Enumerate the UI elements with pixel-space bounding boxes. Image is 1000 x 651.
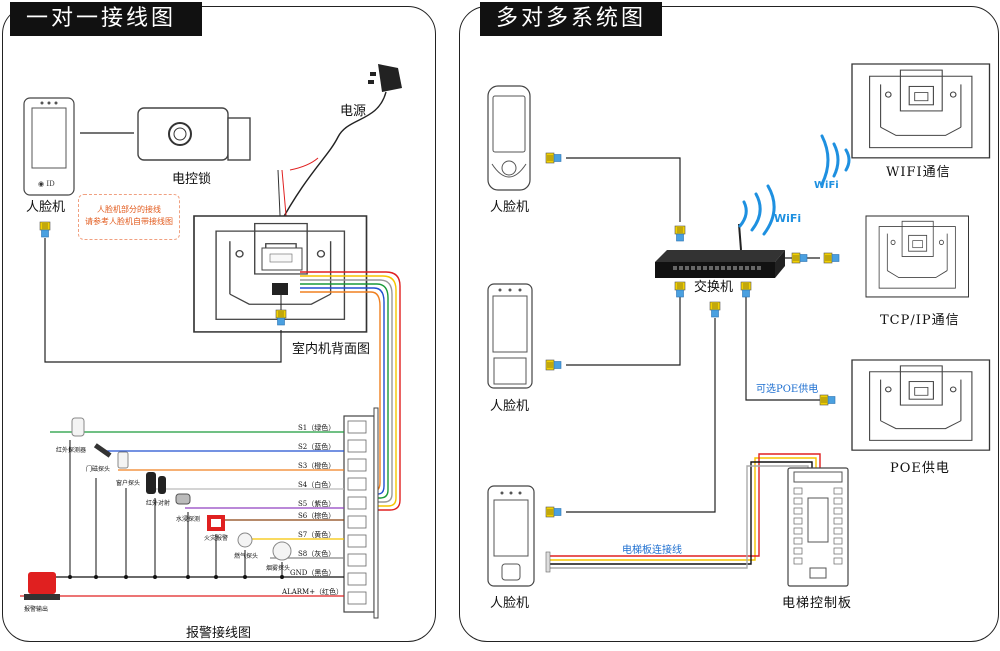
sensor-label-beam: 红外对射: [146, 500, 171, 507]
wire-label-s1: S1（绿色）: [298, 424, 336, 432]
elevator-cable-label: 电梯板连接线: [622, 545, 682, 556]
face-wiring-note: 人脸机部分的接线 请参考人脸机自带接线图: [78, 194, 180, 240]
face-device-right-2: [487, 283, 533, 389]
face-device-right-2-label: 人脸机: [490, 399, 530, 414]
elevator-control-board: [787, 467, 849, 587]
left-panel-title: 一对一接线图: [10, 2, 202, 36]
sensor-label-pir: 红外探测器: [56, 447, 87, 454]
sensor-label-window: 窗户探头: [116, 480, 141, 487]
sensor-label-gas: 燃气探头: [234, 553, 259, 560]
wifi-signal-icon-2: [820, 134, 851, 186]
alarm-section-label: 报警接线图: [186, 626, 252, 641]
pir-sensor-icon: [71, 417, 85, 437]
wifi-signal-icon: [738, 184, 776, 236]
face-device-right-3: [487, 485, 535, 587]
face-device-right-3-label: 人脸机: [490, 596, 530, 611]
note-line-2: 请参考人脸机自带接线图: [85, 217, 173, 226]
fire-alarm-icon: [207, 515, 225, 531]
elevator-board-label: 电梯控制板: [782, 596, 853, 611]
wire-label-s3: S3（橙色）: [298, 462, 336, 470]
wifi-label-2: WiFi: [814, 180, 839, 191]
elevator-cable: [548, 453, 821, 569]
alarm-wires: [20, 431, 344, 597]
wire-label-s4: S4（白色）: [298, 481, 336, 489]
poe-option-label: 可选POE供电: [756, 384, 819, 395]
alarm-output-icon: [24, 572, 60, 600]
sensor-label-fire: 火灾报警: [204, 535, 229, 542]
wire-label-s6: S6（棕色）: [298, 512, 336, 520]
wifi-label: WiFi: [774, 212, 802, 225]
sensor-label-smoke: 烟雾探头: [266, 565, 291, 572]
wire-label-s7: S7（黄色）: [298, 531, 336, 539]
face-device-left-label: 人脸机: [26, 200, 66, 215]
switch-label: 交换机: [694, 280, 734, 295]
poe-indoor-label: POE供电: [890, 461, 950, 476]
door-sensor-icon: [93, 443, 112, 458]
left-panel: [2, 6, 436, 642]
power-label: 电源: [340, 104, 367, 119]
wifi-indoor-label: WIFI通信: [886, 165, 951, 180]
note-line-1: 人脸机部分的接线: [97, 205, 161, 214]
tcp-indoor-label: TCP/IP通信: [880, 313, 960, 328]
wire-label-s5: S5（紫色）: [298, 500, 336, 508]
gas-sensor-icon: [237, 532, 253, 548]
right-panel: [459, 6, 999, 642]
wire-label-alarm: ALARM+（红色）: [282, 588, 344, 596]
face-device-right-1-label: 人脸机: [490, 200, 530, 215]
svg-text:◉ ID: ◉ ID: [38, 180, 55, 188]
sensor-label-door: 门磁探头: [86, 466, 111, 473]
wire-label-gnd: GND（黑色）: [290, 569, 336, 577]
sensor-label-water: 水浸探测: [176, 516, 201, 523]
window-sensor-icon: [117, 451, 129, 469]
alarm-terminal-block: [343, 407, 379, 619]
power-adapter: [277, 64, 402, 228]
lock-label: 电控锁: [172, 172, 212, 187]
indoor-back-label: 室内机背面图: [292, 342, 371, 357]
wire-label-s8: S8（灰色）: [298, 550, 336, 558]
face-device-left: ◉ ID: [23, 97, 75, 196]
network-switch: [655, 223, 785, 278]
beam-sensor-icon: [146, 472, 166, 494]
right-panel-title: 多对多系统图: [480, 2, 662, 36]
sensor-label-alarm-output: 报警输出: [24, 606, 49, 613]
face-device-right-1: [487, 85, 531, 191]
electric-lock-device: [137, 107, 251, 161]
water-sensor-icon: [175, 493, 191, 505]
wire-label-s2: S2（蓝色）: [298, 443, 336, 451]
smoke-sensor-icon: [272, 541, 292, 561]
